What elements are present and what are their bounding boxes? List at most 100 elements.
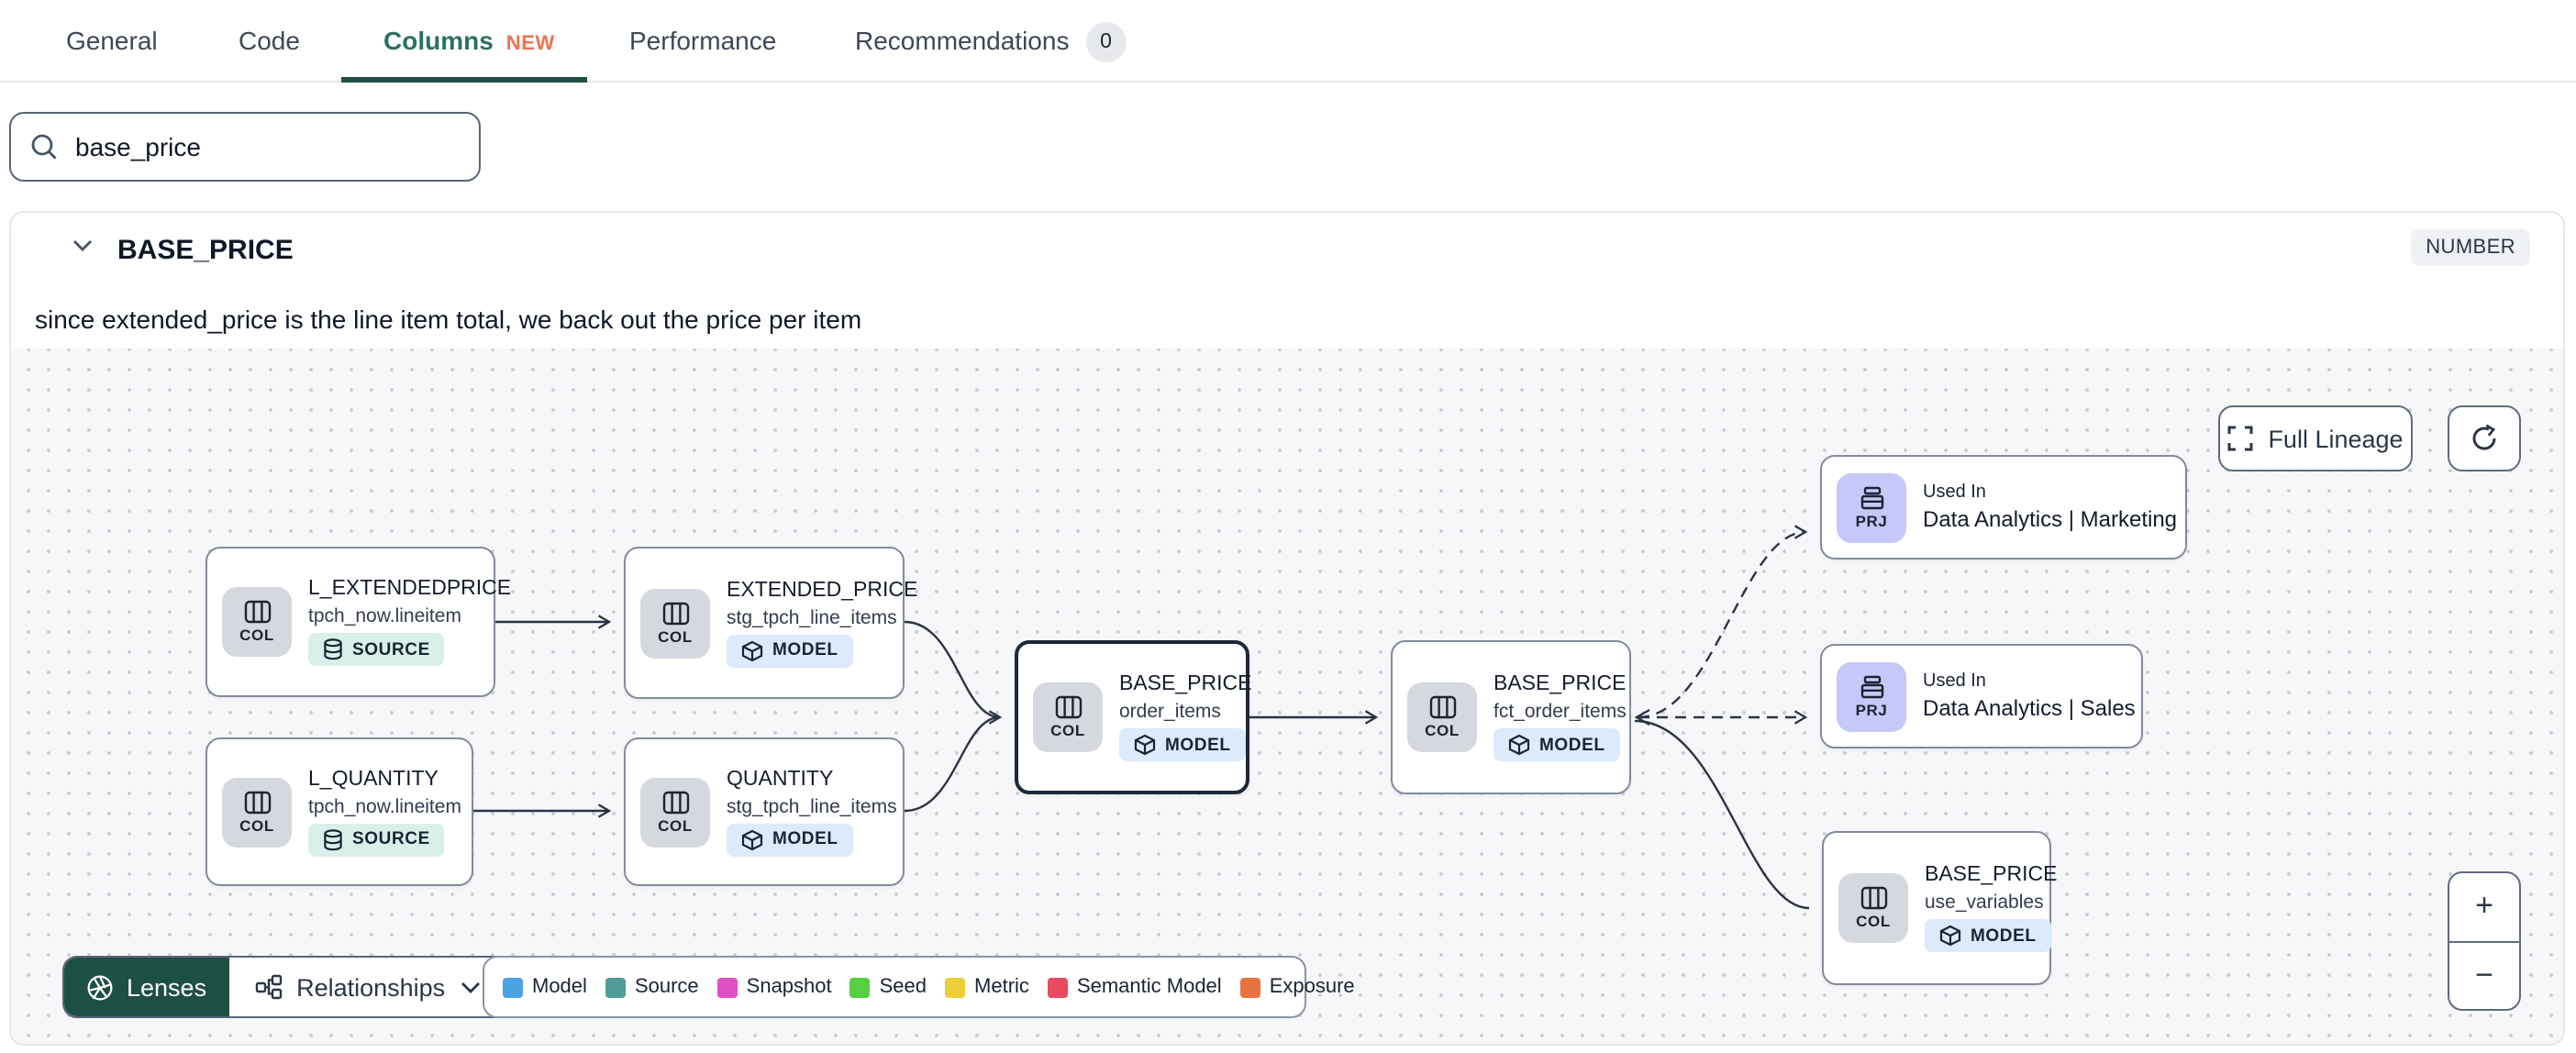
chevron-down-icon [461, 981, 480, 992]
node-title: BASE_PRICE [1925, 864, 2058, 886]
column-panel-header: BASE_PRICE NUMBER [11, 213, 2563, 286]
lineage-node-base-price-fct-order-items[interactable]: COL BASE_PRICE fct_order_items MODEL [1391, 640, 1631, 794]
collapse-chevron-icon[interactable] [72, 238, 94, 253]
resource-type-badge: MODEL [1493, 728, 1620, 761]
legend-item-model: Model [503, 976, 587, 998]
lineage-node-base-price-use-variables[interactable]: COL BASE_PRICE use_variables MODEL [1822, 831, 2058, 985]
refresh-button[interactable] [2448, 405, 2521, 471]
node-subtitle: stg_tpch_line_items [727, 606, 897, 628]
node-subtitle: tpch_now.lineitem [308, 605, 461, 627]
column-icon-box: COL [1407, 682, 1477, 752]
columns-icon [661, 790, 689, 814]
column-name: BASE_PRICE [117, 235, 294, 266]
lineage-node-extended-price[interactable]: COL EXTENDED_PRICE stg_tpch_line_items M… [624, 547, 918, 699]
legend-swatch [945, 977, 966, 997]
columns-icon [661, 601, 689, 625]
lineage-node-used-in-marketing[interactable]: PRJ Used In Data Analytics | Marketing [1820, 455, 2187, 560]
column-type-badge: NUMBER [2411, 229, 2530, 266]
column-icon-box: COL [1838, 873, 1908, 943]
node-subtitle: order_items [1119, 701, 1221, 723]
legend-item-snapshot: Snapshot [716, 976, 832, 998]
resource-type-badge: MODEL [727, 823, 853, 856]
tab-general[interactable]: General [66, 26, 158, 55]
node-title: L_QUANTITY [308, 768, 439, 790]
refresh-icon [2470, 424, 2499, 453]
resource-type-badge: SOURCE [308, 823, 445, 856]
relationships-icon [254, 974, 282, 1000]
tab-performance[interactable]: Performance [629, 26, 777, 55]
lenses-button[interactable]: Lenses [64, 958, 229, 1016]
lineage-node-l-extendedprice[interactable]: COL L_EXTENDEDPRICE tpch_now.lineitem SO… [205, 547, 511, 697]
project-icon [1860, 485, 1883, 509]
columns-icon [1860, 886, 1887, 910]
legend-item-seed: Seed [849, 976, 927, 998]
column-search [9, 112, 481, 182]
zoom-in-button[interactable]: + [2449, 873, 2519, 942]
legend-item-source: Source [605, 976, 699, 998]
node-subtitle: tpch_now.lineitem [308, 795, 461, 817]
legend-swatch [605, 977, 626, 997]
column-icon-box: COL [222, 587, 292, 657]
legend-item-metric: Metric [945, 976, 1029, 998]
node-title: QUANTITY [727, 768, 834, 790]
tab-code[interactable]: Code [239, 26, 300, 55]
legend-swatch [1239, 977, 1260, 997]
lineage-graph[interactable]: Full Lineage COL L_EXTENDEDPRICE tpch_no… [11, 349, 2563, 1044]
lineage-node-quantity[interactable]: COL QUANTITY stg_tpch_line_items MODEL [624, 737, 905, 886]
cube-icon [741, 828, 763, 850]
node-subtitle: fct_order_items [1493, 701, 1627, 723]
column-icon-box: COL [640, 777, 710, 847]
lineage-node-l-quantity[interactable]: COL L_QUANTITY tpch_now.lineitem SOURCE [205, 737, 473, 886]
node-title: Data Analytics | Sales [1923, 695, 2136, 721]
aperture-icon [87, 974, 113, 1000]
expand-icon [2227, 426, 2253, 451]
column-panel: BASE_PRICE NUMBER since extended_price i… [9, 211, 2565, 1046]
column-icon-box: COL [640, 588, 710, 658]
cube-icon [1939, 925, 1961, 947]
cube-icon [741, 639, 763, 661]
search-icon [29, 132, 59, 161]
node-title: EXTENDED_PRICE [727, 579, 918, 601]
active-tab-indicator [341, 77, 587, 83]
legend-item-exposure: Exposure [1239, 976, 1355, 998]
relationships-dropdown[interactable]: Relationships [228, 958, 505, 1016]
legend-item-semantic-model: Semantic Model [1047, 976, 1222, 998]
resource-type-badge: MODEL [1119, 728, 1246, 761]
project-icon-box: PRJ [1837, 661, 1906, 731]
legend-swatch [503, 977, 523, 997]
node-subtitle: use_variables [1925, 892, 2044, 914]
node-title: BASE_PRICE [1493, 673, 1627, 695]
columns-icon [243, 790, 271, 814]
lineage-legend: Model Source Snapshot Seed Metric Semant… [483, 956, 1355, 1018]
search-input[interactable] [75, 132, 461, 161]
column-icon-box: COL [1033, 682, 1103, 752]
column-description: since extended_price is the line item to… [35, 305, 862, 334]
used-in-label: Used In [1923, 482, 1986, 503]
node-title: Data Analytics | Marketing [1923, 506, 2178, 532]
node-subtitle: stg_tpch_line_items [727, 795, 897, 817]
legend-swatch [716, 977, 738, 997]
column-icon-box: COL [222, 777, 292, 847]
lineage-toolbar: Lenses Relationships [62, 956, 508, 1018]
database-icon [324, 828, 342, 850]
legend-swatch [1047, 977, 1068, 997]
resource-type-badge: MODEL [727, 634, 853, 667]
database-icon [324, 638, 342, 660]
columns-icon [1428, 695, 1456, 719]
resource-type-badge: MODEL [1925, 919, 2051, 952]
legend-swatch [849, 977, 871, 997]
cube-icon [1134, 734, 1156, 756]
zoom-controls: + − [2448, 871, 2521, 1011]
lineage-node-used-in-sales[interactable]: PRJ Used In Data Analytics | Sales [1820, 644, 2143, 748]
lineage-node-base-price-order-items[interactable]: COL BASE_PRICE order_items MODEL [1015, 640, 1252, 794]
node-title: BASE_PRICE [1119, 673, 1252, 695]
used-in-label: Used In [1923, 671, 1986, 692]
project-icon [1860, 674, 1883, 698]
new-badge: NEW [505, 33, 555, 55]
zoom-out-button[interactable]: − [2475, 957, 2493, 992]
columns-icon [1054, 695, 1082, 719]
full-lineage-button[interactable]: Full Lineage [2218, 405, 2413, 471]
